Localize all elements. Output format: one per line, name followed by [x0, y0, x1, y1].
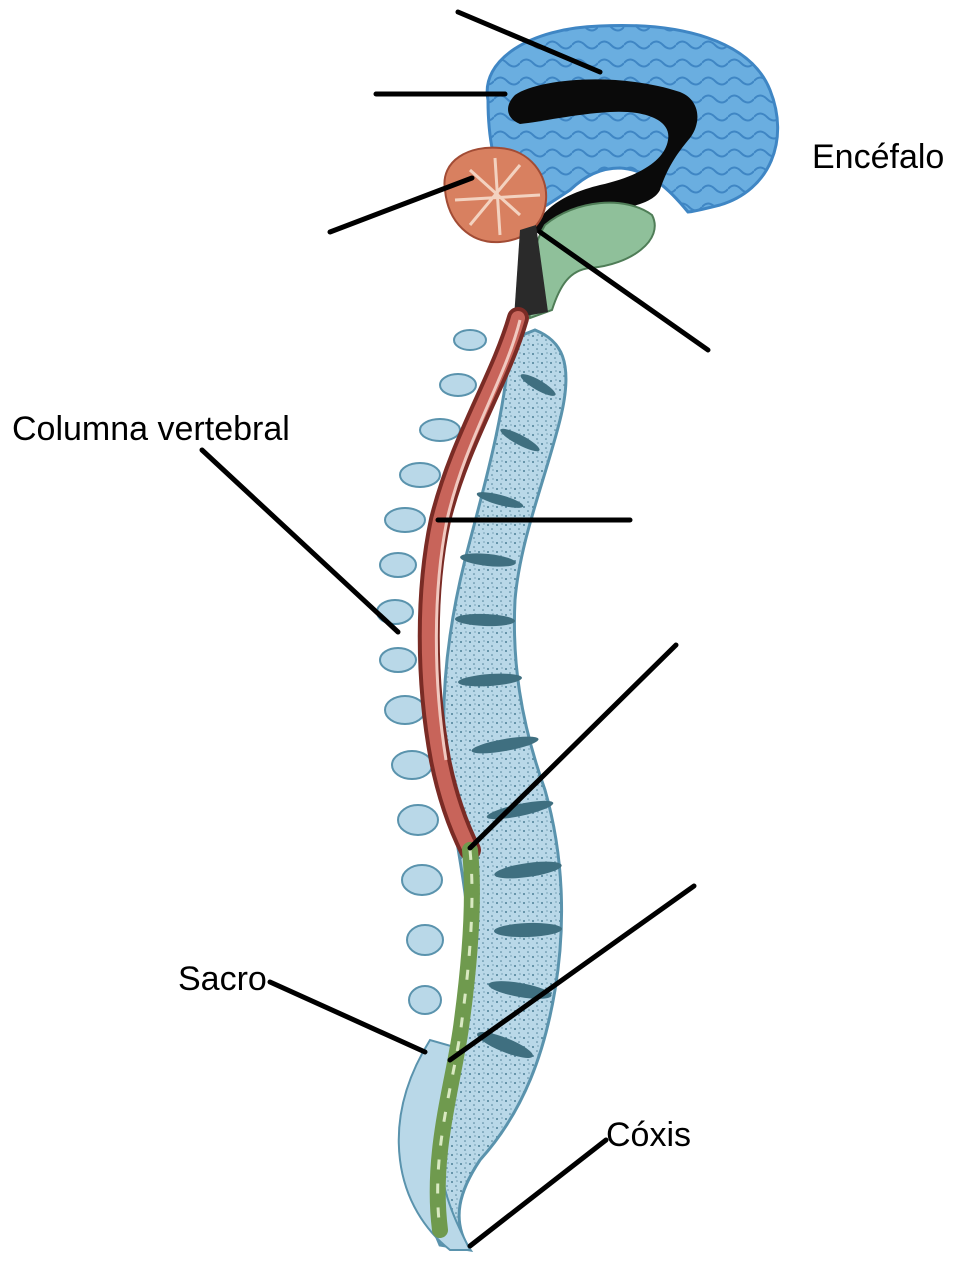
leader-line-sacro: [270, 982, 425, 1052]
label-sacro: Sacro: [178, 962, 267, 996]
label-coxis: Cóxis: [606, 1118, 691, 1152]
vertebral-column: [377, 330, 566, 1250]
label-encefalo: Encéfalo: [812, 140, 944, 174]
brain-group: [444, 25, 777, 318]
leader-line-coxis: [470, 1140, 606, 1246]
leader-line-columna: [202, 450, 398, 632]
label-columna-vertebral: Columna vertebral: [12, 412, 290, 446]
